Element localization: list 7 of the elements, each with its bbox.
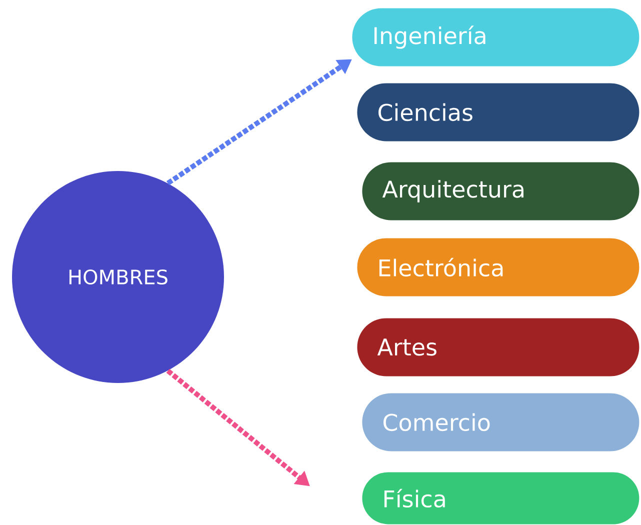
field-pill: Comercio bbox=[362, 393, 640, 452]
field-pill: Electrónica bbox=[357, 238, 640, 296]
field-pill: Arquitectura bbox=[362, 162, 640, 220]
field-pill: Ciencias bbox=[357, 83, 640, 142]
field-pill: Física bbox=[362, 472, 640, 524]
field-pill: Artes bbox=[357, 318, 640, 376]
field-pill: Ingeniería bbox=[352, 8, 640, 66]
